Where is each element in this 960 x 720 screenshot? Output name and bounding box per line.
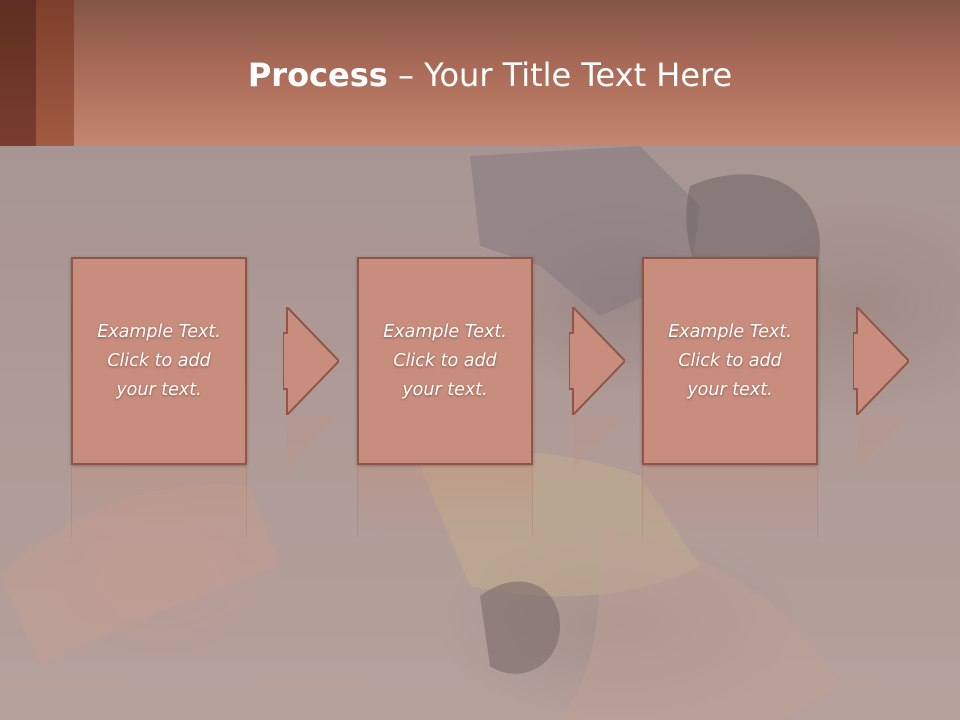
process-arrow-2	[569, 307, 625, 415]
step-text-line: Example Text.	[668, 321, 792, 342]
step-text: Example Text. Click to add your text.	[79, 318, 239, 405]
process-step-2[interactable]: Example Text. Click to add your text.	[357, 257, 533, 465]
process-arrow-1	[283, 307, 339, 415]
step-reflection	[71, 467, 247, 537]
arrow-reflection	[287, 415, 339, 469]
slide-title[interactable]: Process – Your Title Text Here	[74, 52, 906, 98]
process-step-1[interactable]: Example Text. Click to add your text.	[71, 257, 247, 465]
step-text: Example Text. Click to add your text.	[365, 318, 525, 405]
step-text-line: Click to add	[107, 350, 211, 371]
arrow-reflection	[573, 415, 625, 469]
step-text-line: Example Text.	[97, 321, 221, 342]
step-text-line: your text.	[687, 379, 773, 400]
process-step-3[interactable]: Example Text. Click to add your text.	[642, 257, 818, 465]
process-arrow-3	[853, 307, 909, 415]
step-reflection	[642, 467, 818, 537]
arrow-reflection	[857, 415, 909, 469]
step-text-line: your text.	[402, 379, 488, 400]
step-text-line: your text.	[116, 379, 202, 400]
step-reflection	[357, 467, 533, 537]
title-rest: – Your Title Text Here	[387, 56, 733, 94]
title-bar: Process – Your Title Text Here	[0, 0, 960, 146]
header-accent	[36, 0, 74, 146]
step-text-line: Click to add	[393, 350, 497, 371]
title-bold: Process	[247, 56, 388, 94]
step-text: Example Text. Click to add your text.	[650, 318, 810, 405]
step-text-line: Example Text.	[383, 321, 507, 342]
header-accent-dark	[0, 0, 36, 146]
step-text-line: Click to add	[678, 350, 782, 371]
